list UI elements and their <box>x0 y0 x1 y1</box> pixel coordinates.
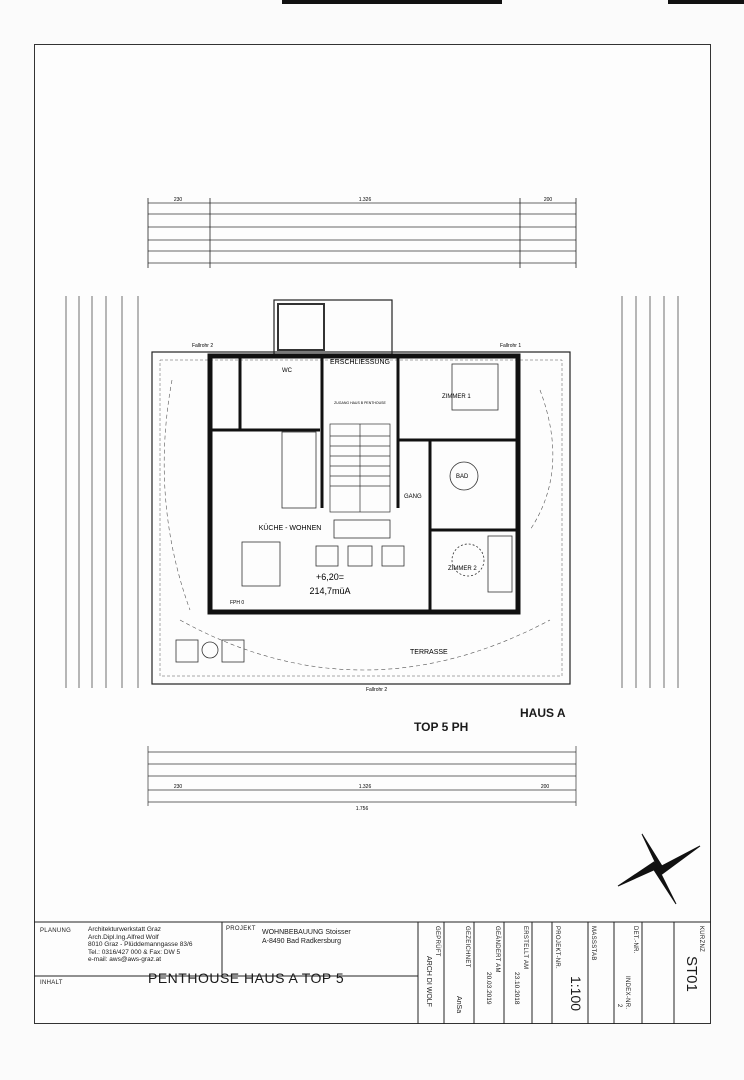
geprueft-label: GEPRÜFT <box>434 926 440 957</box>
projekt-nr-label: PROJEKT-NR. <box>554 926 560 969</box>
titleblock-frame <box>34 921 711 1024</box>
massstab-value: 1:100 <box>568 976 584 1012</box>
room-gang: GANG <box>404 494 422 500</box>
apartment-walls <box>207 353 521 615</box>
plan-nr-label: DET.-NR. <box>632 926 638 954</box>
level-value: +6,20= <box>316 572 344 582</box>
planung-line: e-mail: aws@aws-graz.at <box>88 956 162 964</box>
planung-label: PLANUNG <box>40 928 72 934</box>
right-dimension-lines <box>621 296 679 688</box>
drawing-sheet <box>34 44 711 1024</box>
top-dimension-lines <box>148 202 576 264</box>
terrace-outline <box>151 351 571 685</box>
bottom-dimension-lines <box>147 746 577 806</box>
kurz-label: KURZNZ <box>698 926 704 953</box>
left-dimension-lines <box>65 296 139 688</box>
massstab-label: MASSSTAB <box>590 926 596 961</box>
gezeichnet-value: AnSa <box>455 996 462 1014</box>
staircase <box>329 423 391 513</box>
area-value: 214,7müA <box>309 586 350 596</box>
projekt-label: PROJEKT <box>226 926 256 932</box>
scan-edge-mark <box>282 0 502 4</box>
dim-top-mid: 1.326 <box>359 197 372 203</box>
dim-bottom-mid: 1.326 <box>359 784 372 790</box>
planung-line: Tel.: 0316/427 000 & Fax: DW 5 <box>88 948 181 956</box>
fph-label: FPH 0 <box>230 600 244 606</box>
room-wc: WC <box>282 368 293 374</box>
dim-bottom-left: 230 <box>174 784 183 790</box>
projekt-block: WOHNBEBAUUNG Stoisser A-8490 Bad Radkers… <box>262 928 351 946</box>
haus-label: HAUS A <box>520 706 566 720</box>
dim-bottom-right: 200 <box>541 784 550 790</box>
room-erschliessung: ERSCHLIESSUNG <box>330 359 390 366</box>
planung-line: Architekturwerkstatt Graz <box>88 926 161 933</box>
geaendert-label: GEÄNDERT AM <box>494 926 500 973</box>
dim-top-left: 230 <box>174 197 183 203</box>
sheet-title: PENTHOUSE HAUS A TOP 5 <box>148 970 345 986</box>
north-arrow-icon <box>617 833 701 905</box>
dim-top-right: 200 <box>544 197 553 203</box>
room-zimmer2: ZIMMER 2 <box>448 566 477 572</box>
gezeichnet-label: GEZEICHNET <box>464 926 470 968</box>
projekt-line: A-8490 Bad Radkersburg <box>262 938 341 945</box>
fallrohr-top-left: Fallrohr 2 <box>192 343 213 349</box>
erstellt-value: 23.10.2018 <box>513 972 520 1005</box>
erstellt-label: ERSTELLT AM <box>522 926 528 970</box>
room-zugang: ZUGANG HAUS B PENTHOUSE <box>334 401 386 405</box>
planung-block: Architekturwerkstatt Graz Arch.Dipl.Ing.… <box>88 926 192 964</box>
index-label: INDEX-NR. <box>624 976 630 1010</box>
planung-line: Arch.Dipl.Ing.Alfred Wolf <box>88 933 159 941</box>
projekt-line: WOHNBEBAUUNG Stoisser <box>262 929 351 936</box>
top-label: TOP 5 PH <box>414 720 469 734</box>
index-value: 2 <box>616 1004 622 1008</box>
planung-line: 8010 Graz - Plüddemanngasse 83/6 <box>88 941 193 949</box>
fallrohr-bottom: Fallrohr 2 <box>366 687 387 693</box>
tower-outline <box>273 299 393 355</box>
furniture <box>175 363 513 663</box>
room-terrasse: TERRASSE <box>410 649 448 656</box>
geaendert-value: 20.03.2019 <box>485 972 492 1005</box>
kurz-value: ST01 <box>683 956 700 992</box>
room-kueche-wohnen: KÜCHE - WOHNEN <box>259 524 322 532</box>
room-bad: BAD <box>456 474 469 480</box>
fallrohr-top-right: Fallrohr 1 <box>500 343 521 349</box>
dim-bottom-total: 1.756 <box>356 806 369 812</box>
geprueft-value: ARCH DI WOLF <box>425 956 432 1007</box>
room-zimmer1: ZIMMER 1 <box>442 394 471 400</box>
top-dimension-ticks <box>147 198 577 268</box>
inhalt-label: INHALT <box>40 980 63 986</box>
scan-edge-mark-right <box>668 0 744 4</box>
